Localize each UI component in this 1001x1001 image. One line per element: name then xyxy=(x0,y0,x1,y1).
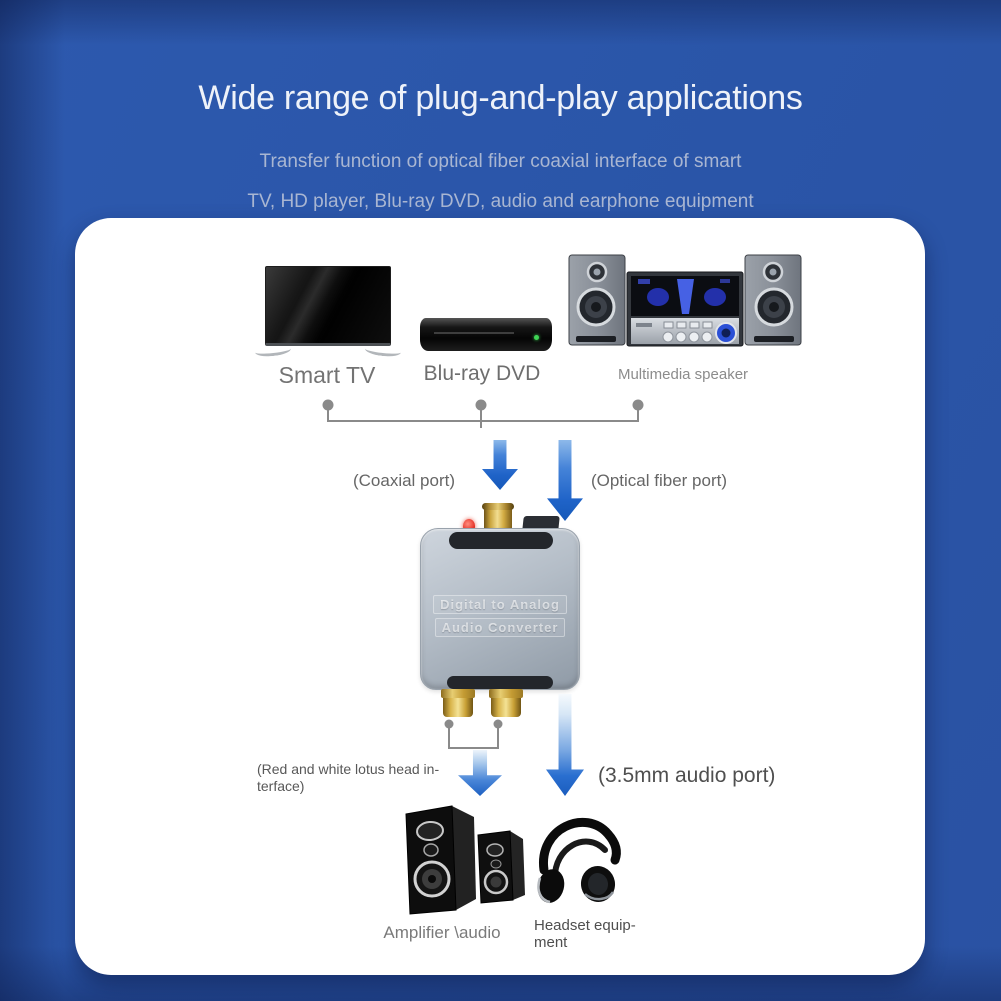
amplifier-label: Amplifier \audio xyxy=(383,923,501,942)
amplifier-speakers-image xyxy=(405,805,525,915)
converter-bottom-slot xyxy=(447,676,553,689)
rca-connector-right xyxy=(489,689,523,717)
rca-connector-left xyxy=(441,689,475,717)
rca-port-label: (Red and white lotus head in- terface) xyxy=(257,761,455,795)
bluray-power-led xyxy=(534,335,539,340)
headset-label-line-1: Headset equip- xyxy=(534,917,636,934)
subtitle-line-1: Transfer function of optical fiber coaxi… xyxy=(259,151,742,172)
headset-label: Headset equip- ment xyxy=(534,917,664,951)
converter-name-line-1: Digital to Analog xyxy=(433,595,567,614)
content-card: Smart TV Blu-ray DVD xyxy=(75,218,925,975)
tv-leg-left xyxy=(254,343,292,358)
smart-tv-label: Smart TV xyxy=(278,362,376,388)
converter-top-slot xyxy=(449,532,553,549)
converter-engraving: Digital to Analog Audio Converter xyxy=(421,591,579,637)
multimedia-speaker-label: Multimedia speaker xyxy=(617,366,749,383)
bluray-disc-slot xyxy=(434,332,514,334)
audio-converter-image: Digital to Analog Audio Converter xyxy=(420,528,580,690)
rca-down-arrow xyxy=(458,750,502,796)
rca-port-label-line-2: terface) xyxy=(257,778,305,794)
subtitle-line-2: TV, HD player, Blu-ray DVD, audio and ea… xyxy=(247,191,754,212)
coaxial-port-label: (Coaxial port) xyxy=(352,471,456,490)
multimedia-speaker-image xyxy=(568,254,802,347)
rca-port-label-line-1: (Red and white lotus head in- xyxy=(257,761,440,777)
bluray-player-image xyxy=(420,318,552,351)
rca-cap-left xyxy=(441,689,475,698)
smart-tv-image xyxy=(265,266,391,346)
source-connector-bracket xyxy=(322,399,644,428)
rca-cap-right xyxy=(489,689,523,698)
bluray-label: Blu-ray DVD xyxy=(423,362,541,385)
page-title: Wide range of plug-and-play applications xyxy=(198,78,803,117)
audio-jack-down-arrow xyxy=(546,694,584,796)
optical-port-label: (Optical fiber port) xyxy=(590,471,728,490)
tv-screen-gloss xyxy=(266,267,390,343)
converter-name-line-2: Audio Converter xyxy=(434,618,566,637)
coaxial-connector-cap xyxy=(482,503,514,510)
rca-connector-bracket xyxy=(444,719,503,749)
headphones-image xyxy=(537,817,621,904)
headset-label-line-2: ment xyxy=(534,934,568,951)
tv-leg-right xyxy=(364,343,402,358)
coaxial-connector xyxy=(482,503,514,530)
audio-jack-label: (3.5mm audio port) xyxy=(598,764,776,787)
